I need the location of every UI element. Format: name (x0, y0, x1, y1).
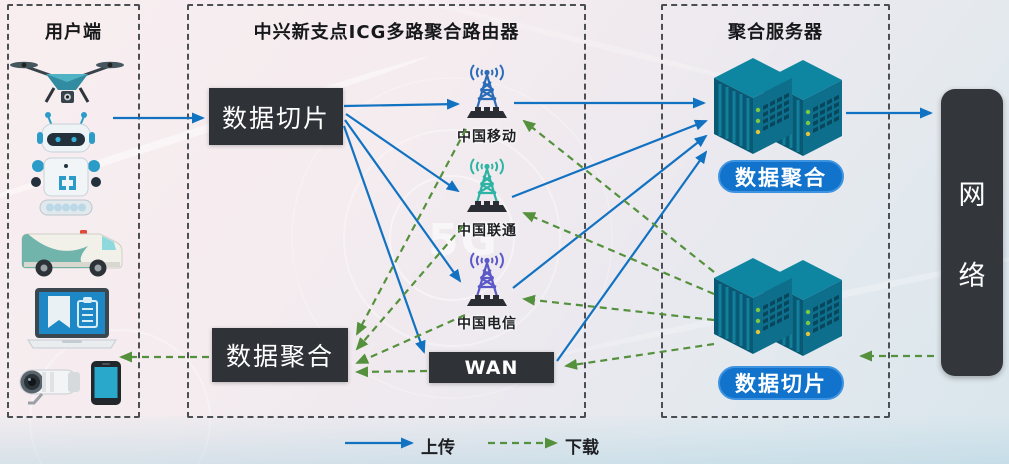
server-slice-pill: 数据切片 (718, 366, 844, 400)
network-box: 网 络 (941, 89, 1003, 376)
china-unicom-tower-icon (467, 158, 507, 212)
aggregation-server-lower-icon (714, 258, 844, 358)
legend-upload-label: 上传 (421, 438, 455, 458)
router-aggregate-box: 数据聚合 (212, 328, 348, 382)
client-group-title: 用户端 (45, 22, 102, 43)
network-char-1: 网 (958, 179, 986, 211)
network-char-2: 络 (958, 260, 986, 292)
server-group-title: 聚合服务器 (728, 22, 823, 43)
drone-icon (10, 61, 124, 103)
legend-download-label: 下载 (565, 438, 599, 458)
china-telecom-label: 中国电信 (457, 316, 517, 332)
server-aggregate-pill: 数据聚合 (718, 160, 844, 193)
cctv-camera-icon (19, 369, 80, 405)
wan-label: WAN (464, 356, 519, 379)
server-aggregate-label: 数据聚合 (735, 165, 827, 190)
server-slice-label: 数据切片 (735, 372, 827, 396)
aggregation-server-upper-icon (714, 58, 844, 158)
robot-icon (31, 112, 101, 216)
ambulance-icon (21, 230, 123, 277)
router-slice-label: 数据切片 (221, 103, 330, 133)
router-aggregate-label: 数据聚合 (225, 342, 334, 371)
china-unicom-label: 中国联通 (457, 223, 517, 239)
client-group-box: 用户端 (7, 4, 140, 418)
wan-box: WAN (429, 352, 554, 383)
smartphone-icon (91, 361, 121, 405)
laptop-icon (27, 288, 117, 349)
china-mobile-tower-icon (467, 64, 507, 118)
router-group-title: 中兴新支点ICG多路聚合路由器 (253, 22, 520, 43)
china-mobile-label: 中国移动 (457, 129, 517, 145)
china-telecom-tower-icon (467, 252, 507, 306)
router-slice-box: 数据切片 (209, 88, 343, 145)
